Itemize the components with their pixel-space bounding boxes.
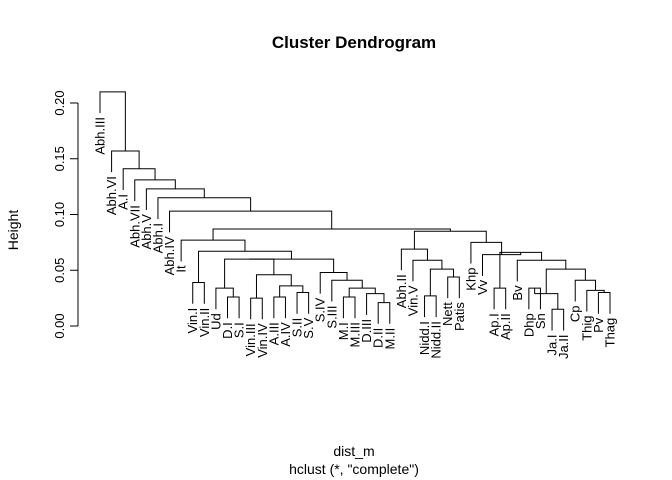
merge-branch <box>122 168 156 190</box>
leaf-label: Thig <box>579 316 594 341</box>
merge-branch <box>249 258 335 273</box>
leaf-label: Abh.I <box>150 223 165 253</box>
merge-branch <box>412 259 443 282</box>
leaf-label: Vin.V <box>405 285 420 316</box>
merge-branch <box>499 251 543 289</box>
leaf-label: S.V <box>301 317 316 338</box>
x-axis-subtitle: hclust (*, "complete") <box>289 461 419 477</box>
leaf-label: Abh.V <box>139 214 154 250</box>
merge-branch <box>413 230 487 250</box>
merge-branch <box>157 197 252 219</box>
merge-branch <box>429 268 455 296</box>
leaf-label: S.III <box>324 305 339 328</box>
leaf-label: Ap.II <box>498 313 513 340</box>
leaf-label: Nidd.II <box>429 321 444 359</box>
leaf-label: M.III <box>348 322 363 347</box>
leaf-label: A.III <box>266 322 281 345</box>
leaf-label: Abh.IV <box>162 236 177 275</box>
merge-branch <box>545 268 586 294</box>
leaf-label: Ud <box>208 313 223 330</box>
merge-branch <box>400 248 428 271</box>
leaf-label: Vin.II <box>197 308 212 337</box>
merge-branch <box>215 287 234 310</box>
leaf-label: S.I <box>232 322 247 338</box>
leaf-label: Ap.I <box>487 313 502 336</box>
merge-branch <box>331 279 363 302</box>
leaf-label: Vin.IV <box>255 323 270 358</box>
y-axis-label: Height <box>5 210 21 251</box>
leaf-label: D.I <box>220 322 235 339</box>
leaf-label: A.IV <box>278 322 293 347</box>
x-axis-label: dist_m <box>333 443 374 459</box>
leaf-label: Ja.II <box>556 334 571 359</box>
merge-branch <box>348 287 376 298</box>
y-tick-label: 0.05 <box>52 258 67 283</box>
y-tick-label: 0.20 <box>52 90 67 115</box>
merge-branch <box>366 293 385 315</box>
leaf-label: D.II <box>371 328 386 348</box>
leaf-labels: Abh.III Abh.VIA.IAbh.VIIAbh.VAbh.IAbh.IVI… <box>93 117 618 359</box>
leaf-label: Nett <box>440 302 455 326</box>
merge-branch <box>319 271 348 294</box>
leaf-label: S.II <box>290 318 305 338</box>
leaf-label: Thag <box>603 318 618 348</box>
y-tick-label: 0.10 <box>52 202 67 227</box>
merge-branch <box>192 282 205 304</box>
leaf-label: Abh.II <box>394 274 409 308</box>
merge-branch <box>227 296 240 319</box>
merge-branch <box>99 91 126 151</box>
merge-branch <box>273 296 286 319</box>
merge-branch <box>145 188 205 211</box>
y-axis: 0.00 0.05 0.10 0.15 0.20 <box>52 90 79 339</box>
leaf-label: Ja.I <box>545 334 560 355</box>
leaf-label: M.II <box>382 328 397 350</box>
dendrogram-branches <box>99 91 611 331</box>
merge-branch <box>516 259 567 282</box>
leaf-label: M.I <box>336 322 351 340</box>
y-tick-label: 0.00 <box>52 313 67 338</box>
leaf-label: Abh.VI <box>104 176 119 215</box>
leaf-label: S.IV <box>313 297 328 322</box>
leaf-label: Vin.I <box>185 308 200 334</box>
leaf-label: A.I <box>116 194 131 210</box>
leaf-label: Bv <box>510 285 525 301</box>
leaf-label: Patis <box>452 302 467 331</box>
merge-branch <box>342 296 356 319</box>
merge-branch <box>551 308 565 331</box>
merge-branch <box>255 274 292 299</box>
leaf-label: It <box>174 265 189 273</box>
merge-branch <box>482 252 522 276</box>
merge-branch <box>470 241 503 264</box>
merge-branch <box>250 297 263 320</box>
leaf-label: Abh.VII <box>127 205 142 248</box>
leaf-label: Abh.III <box>93 117 108 155</box>
merge-branch <box>180 239 246 262</box>
leaf-label: Dhp <box>521 313 536 337</box>
merge-branch <box>574 279 597 302</box>
leaf-label: Vin.III <box>243 323 258 356</box>
merge-branch <box>279 285 304 298</box>
leaf-label: Khp <box>463 268 478 291</box>
leaf-label: D.III <box>359 319 374 343</box>
chart-title: Cluster Dendrogram <box>272 33 436 52</box>
merge-branch <box>597 292 611 314</box>
merge-branch <box>424 295 437 318</box>
y-tick-label: 0.15 <box>52 146 67 171</box>
merge-branch <box>493 287 507 310</box>
leaf-label: Vv <box>475 279 490 295</box>
merge-branch <box>296 292 310 314</box>
merge-branch <box>447 276 460 299</box>
merge-branch <box>198 250 292 283</box>
merge-branch <box>224 258 275 289</box>
leaf-label: Cp <box>568 305 583 322</box>
leaf-label: Pv <box>591 317 606 333</box>
leaf-label: Sn <box>533 313 548 329</box>
leaf-label: Nidd.I <box>417 321 432 355</box>
merge-branch <box>586 289 605 312</box>
merge-branch <box>377 302 391 324</box>
